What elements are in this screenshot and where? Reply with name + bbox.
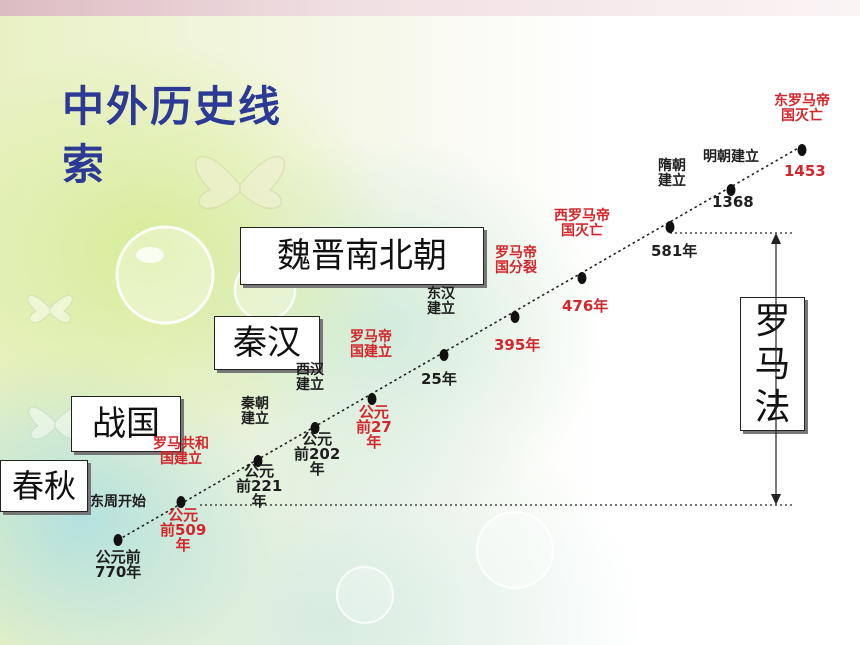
event-label: 明朝建立 (703, 148, 759, 165)
event-year: 公元 前509 年 (160, 505, 207, 554)
timeline-line (117, 146, 801, 541)
event-label-line: 东汉 (427, 286, 455, 302)
butterfly-icon (194, 155, 286, 210)
event-label: 隋朝建立 (658, 159, 686, 189)
event-marker (510, 311, 520, 323)
era-box-zhanguo: 战国 (71, 396, 181, 452)
arrow-head-down (771, 494, 781, 505)
event-label-line: 秦朝 (241, 396, 269, 412)
event-label: 东周开始 (90, 493, 146, 510)
event-label-line: 隋朝 (658, 158, 686, 174)
event-marker (797, 144, 807, 156)
event-marker (665, 221, 675, 233)
event-marker (367, 393, 377, 405)
event-marker (253, 455, 263, 467)
event-year: 公元前 770年 (95, 548, 142, 581)
butterfly-icon (27, 295, 73, 324)
slide-title: 中外历史线索 (62, 82, 283, 189)
event-label: 秦朝建立 (241, 397, 269, 427)
event-label: 罗马帝国建立 (350, 330, 392, 360)
event-label-line: 国分裂 (495, 260, 537, 276)
roman-law-box: 罗马法 (740, 297, 805, 431)
event-label-line: 国灭亡 (561, 223, 603, 239)
event-label-line: 建立 (427, 301, 455, 317)
top-bar (0, 0, 860, 16)
bubble-icon (336, 566, 394, 624)
event-label-line: 罗马共和 (153, 436, 209, 452)
event-year: 25年 (421, 370, 457, 388)
event-year: 公元 前221 年 (236, 461, 283, 510)
event-label-line: 建立 (241, 411, 269, 427)
event-year: 1453 (784, 162, 826, 180)
era-box-qinhan: 秦汉 (214, 316, 320, 370)
event-year: 581年 (651, 242, 698, 260)
event-label-line: 明朝建立 (703, 148, 759, 165)
era-box-chunqiu: 春秋 (0, 460, 88, 512)
event-label-line: 建立 (296, 377, 324, 393)
event-label-line: 国建立 (350, 344, 392, 360)
event-marker (726, 184, 736, 196)
event-marker (310, 422, 320, 434)
event-marker (113, 534, 123, 546)
event-marker (577, 272, 587, 284)
arrow-head-up (771, 233, 781, 244)
event-year: 476年 (562, 297, 609, 315)
event-year: 1368 (712, 193, 754, 211)
event-year: 公元 前202 年 (294, 429, 341, 478)
event-label-line: 国灭亡 (781, 108, 823, 124)
roman-law-label: 罗马法 (754, 301, 791, 428)
event-label: 东汉建立 (427, 287, 455, 317)
event-label: 罗马帝国分裂 (495, 246, 537, 276)
event-label: 西汉建立 (296, 363, 324, 393)
event-label-line: 罗马帝 (350, 329, 392, 345)
event-label-line: 东周开始 (90, 493, 146, 510)
event-marker (176, 496, 186, 508)
event-label-line: 西罗马帝 (554, 208, 610, 224)
bubble-icon (115, 225, 215, 325)
event-label-line: 建立 (658, 173, 686, 189)
event-label-line: 东罗马帝 (774, 93, 830, 109)
event-label: 罗马共和国建立 (153, 437, 209, 467)
event-year: 公元 前27 年 (356, 402, 392, 451)
event-label: 西罗马帝国灭亡 (554, 209, 610, 239)
event-label-line: 西汉 (296, 362, 324, 378)
event-year: 395年 (494, 336, 541, 354)
era-box-weijin: 魏晋南北朝 (240, 227, 484, 285)
event-label-line: 国建立 (160, 451, 202, 467)
event-label-line: 罗马帝 (495, 245, 537, 261)
event-label: 东罗马帝国灭亡 (774, 94, 830, 124)
event-marker (439, 349, 449, 361)
bubble-icon (475, 510, 555, 590)
